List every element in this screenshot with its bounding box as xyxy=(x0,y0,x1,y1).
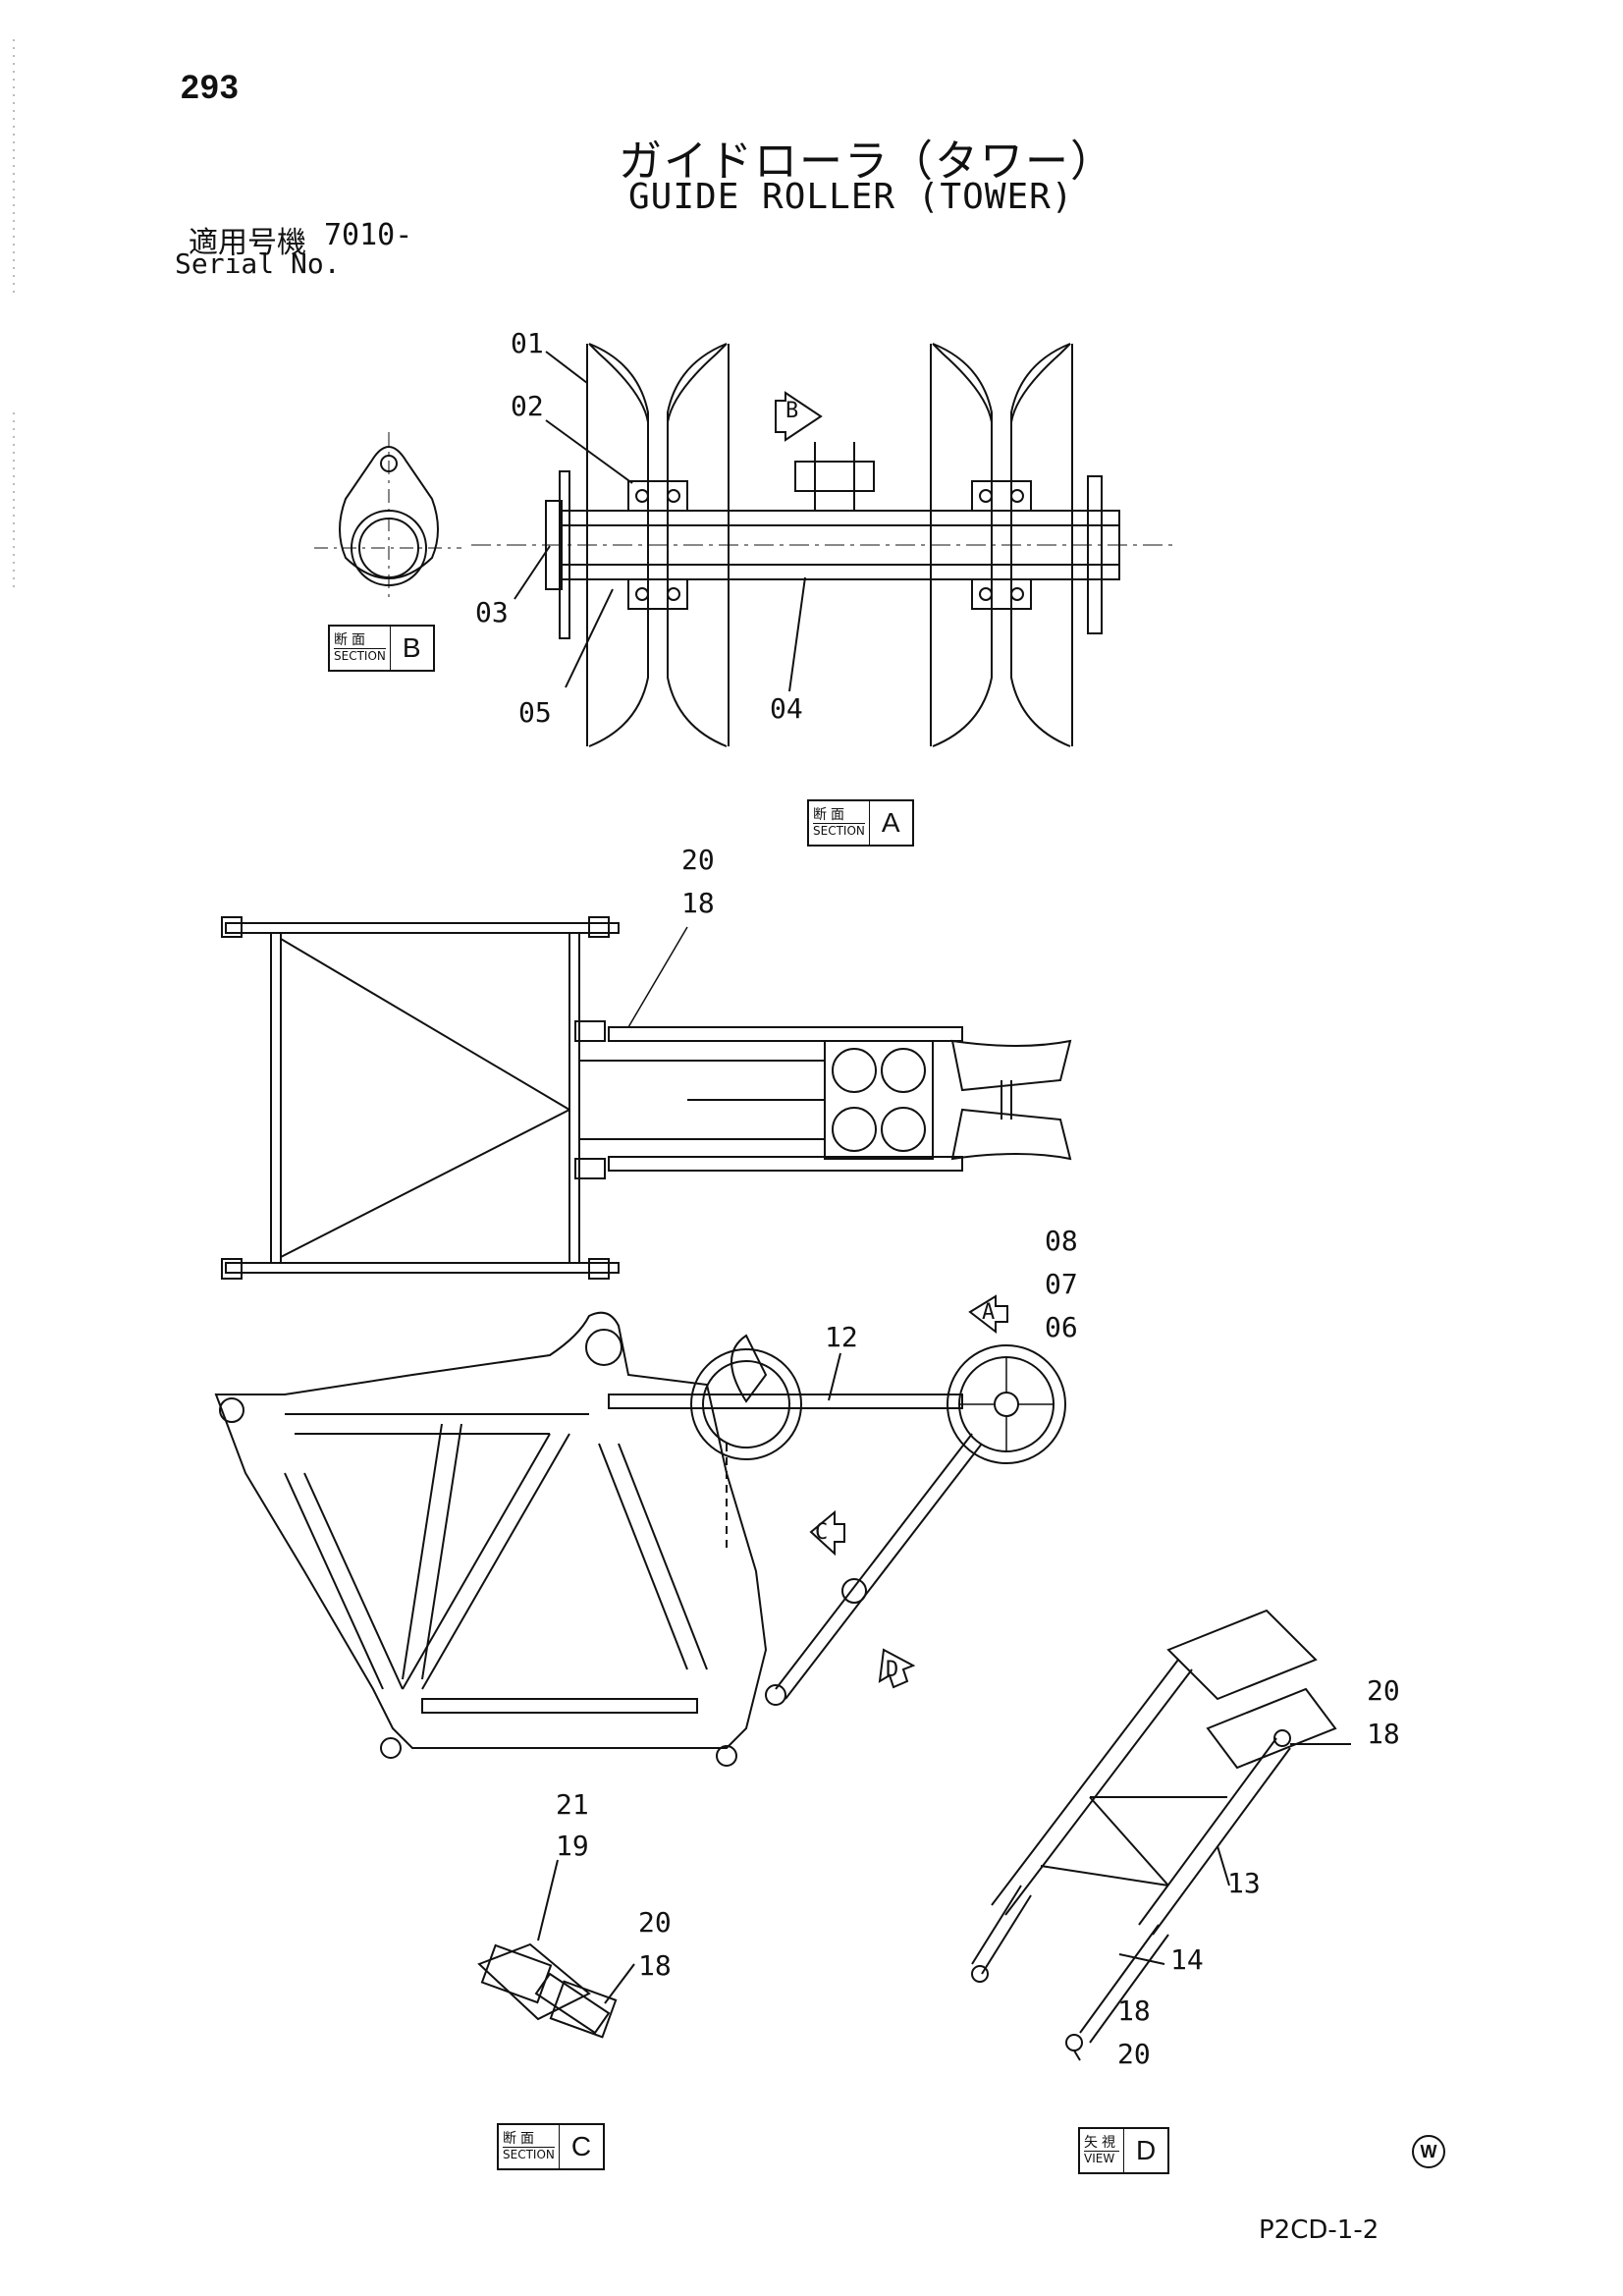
tower-side-elevation-view xyxy=(216,1313,1065,1766)
callout-03: 03 xyxy=(475,596,509,629)
callout-19: 19 xyxy=(556,1830,589,1862)
page-number: 293 xyxy=(181,69,240,106)
section-c-letter: C xyxy=(570,2131,592,2161)
view-d-jp: 矢視 xyxy=(1084,2134,1119,2152)
callout-21: 21 xyxy=(556,1788,589,1821)
callout-13: 13 xyxy=(1227,1867,1261,1899)
view-arrow-a-letter: A xyxy=(982,1300,996,1325)
callout-20-c: 20 xyxy=(638,1906,672,1939)
view-d-en: VIEW xyxy=(1084,2152,1115,2165)
section-c-en: SECTION xyxy=(503,2148,555,2161)
section-b-jp: 断面 xyxy=(334,632,386,649)
view-d-letter: D xyxy=(1136,2135,1157,2165)
callout-08: 08 xyxy=(1045,1225,1078,1257)
callout-14: 14 xyxy=(1170,1943,1204,1976)
section-c-part xyxy=(479,1860,634,2037)
w-circle-mark: W xyxy=(1412,2135,1445,2168)
page-title-english: GUIDE ROLLER (TOWER) xyxy=(628,177,1074,217)
callout-02: 02 xyxy=(511,390,544,422)
tower-frame-plan-view xyxy=(222,917,1070,1279)
serial-label-english: Serial No. xyxy=(175,247,341,280)
section-b-letter: B xyxy=(402,632,421,663)
section-a-en: SECTION xyxy=(813,824,865,838)
callout-12: 12 xyxy=(825,1321,858,1353)
section-a-jp: 断面 xyxy=(813,807,865,824)
view-arrow-d-letter: D xyxy=(886,1658,899,1682)
page-title-japanese: ガイドローラ（タワー） xyxy=(619,137,1115,187)
document-code: P2CD-1-2 xyxy=(1259,2215,1380,2245)
section-b-end-view xyxy=(314,432,461,599)
section-a-roller-assembly xyxy=(471,344,1178,746)
callout-18-c: 18 xyxy=(638,1949,672,1982)
callout-06: 06 xyxy=(1045,1311,1078,1343)
section-c-jp: 断面 xyxy=(503,2131,555,2148)
callout-07: 07 xyxy=(1045,1268,1078,1300)
serial-number-value: 7010- xyxy=(324,218,413,252)
serial-label-japanese: 適用号機 xyxy=(189,226,306,260)
section-a-letter: A xyxy=(881,807,900,838)
callout-18-top: 18 xyxy=(681,887,715,919)
view-d-frame xyxy=(972,1611,1351,2060)
callout-05: 05 xyxy=(518,696,552,729)
callout-01: 01 xyxy=(511,327,544,359)
view-arrow-b-letter: B xyxy=(785,399,799,423)
view-arrow-shapes xyxy=(811,1296,1007,1687)
view-arrow-c-letter: C xyxy=(815,1520,829,1545)
callout-20-top: 20 xyxy=(681,844,715,876)
callout-20-bottom: 20 xyxy=(1117,2038,1151,2070)
section-b-en: SECTION xyxy=(334,649,386,663)
callout-18-bottom: 18 xyxy=(1117,1995,1151,2027)
callout-04: 04 xyxy=(770,692,803,725)
callout-18-right: 18 xyxy=(1367,1718,1400,1750)
callout-20-right: 20 xyxy=(1367,1674,1400,1707)
